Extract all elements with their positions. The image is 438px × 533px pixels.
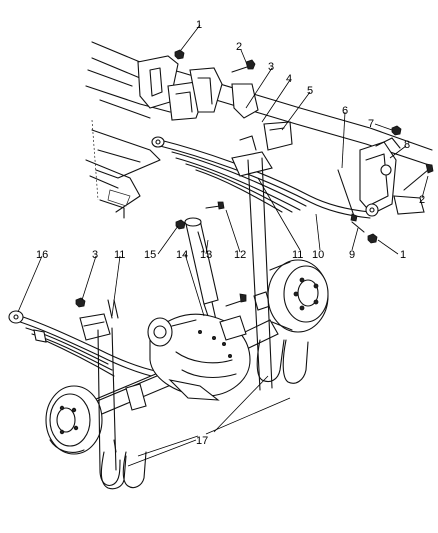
callout-11-left: 11 xyxy=(114,249,125,261)
callout-13: 13 xyxy=(200,249,212,261)
leader-lines xyxy=(17,24,429,467)
callout-17: 17 xyxy=(196,435,208,447)
vehicle-frame xyxy=(85,41,433,219)
callout-11-mid: 11 xyxy=(292,249,303,261)
callout-14: 14 xyxy=(176,249,188,261)
callout-4: 4 xyxy=(286,73,292,85)
callout-2-top: 2 xyxy=(236,41,242,53)
u-bolts xyxy=(97,157,309,490)
callout-1-right: 1 xyxy=(400,249,406,261)
callout-8: 8 xyxy=(404,139,410,151)
callout-9: 9 xyxy=(349,249,355,261)
leaf-spring-lower xyxy=(8,297,161,379)
callout-labels: 1 2 3 4 5 6 7 8 2 9 1 10 11 12 13 14 15 … xyxy=(36,19,425,447)
rear-shackle-upper xyxy=(337,125,434,244)
brake-drum-left xyxy=(45,385,103,455)
callout-10: 10 xyxy=(312,249,324,261)
callout-2-right: 2 xyxy=(419,194,425,206)
callout-7: 7 xyxy=(368,118,374,130)
callout-6: 6 xyxy=(342,105,348,117)
callout-15: 15 xyxy=(144,249,156,261)
rear-axle-assembly xyxy=(69,291,279,425)
callout-3-left: 3 xyxy=(92,249,98,261)
callout-16: 16 xyxy=(36,249,48,261)
callout-12: 12 xyxy=(234,249,246,261)
callout-5: 5 xyxy=(307,85,313,97)
shock-absorber xyxy=(175,201,247,327)
brake-drum-right xyxy=(267,259,329,333)
callout-1-top: 1 xyxy=(196,19,202,31)
leaf-spring-upper xyxy=(151,121,371,219)
callout-3-top: 3 xyxy=(268,61,274,73)
